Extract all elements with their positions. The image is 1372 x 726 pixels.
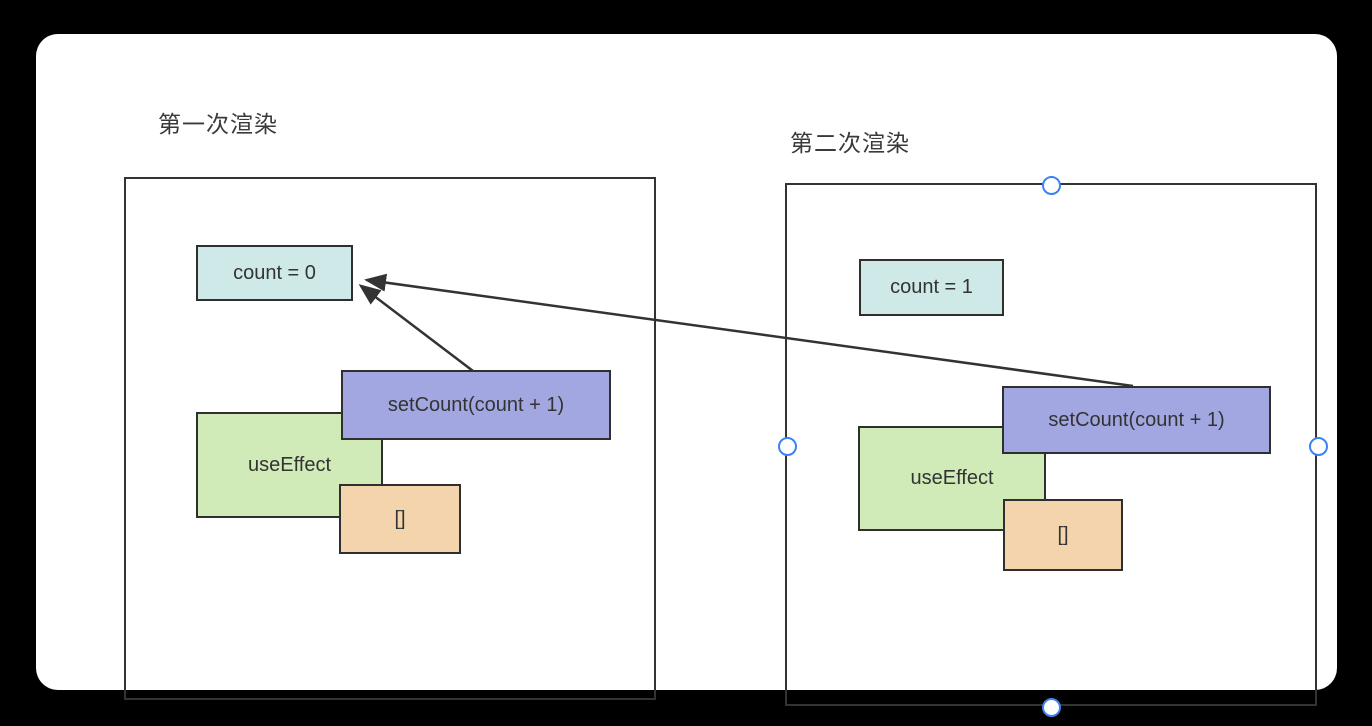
first-render-setcount-label: setCount(count + 1) — [387, 393, 565, 416]
first-render-count-box[interactable]: count = 0 — [196, 245, 353, 301]
first-render-title: 第一次渲染 — [158, 111, 278, 137]
second-render-title: 第二次渲染 — [790, 130, 910, 156]
second-render-useeffect-label: useEffect — [910, 467, 994, 489]
first-render-deps-label: [] — [394, 507, 406, 530]
first-render-useeffect-label: useEffect — [247, 453, 332, 476]
first-render-count-label: count = 0 — [233, 261, 316, 284]
first-render-frame[interactable] — [124, 177, 656, 700]
second-render-deps-label: [] — [1057, 523, 1069, 546]
second-render-count-label: count = 1 — [890, 276, 973, 298]
first-render-setcount-box[interactable]: setCount(count + 1) — [341, 370, 611, 440]
resize-handle-bottom[interactable] — [1042, 698, 1061, 717]
first-render-deps-box[interactable]: [] — [339, 484, 461, 554]
second-render-setcount-box[interactable]: setCount(count + 1) — [1002, 386, 1271, 454]
resize-handle-top[interactable] — [1042, 176, 1061, 195]
second-render-deps-box[interactable]: [] — [1003, 499, 1123, 571]
resize-handle-left[interactable] — [778, 437, 797, 456]
second-render-setcount-label: setCount(count + 1) — [1048, 408, 1225, 431]
diagram-panel: 第一次渲染 第二次渲染 count = 0 useEffect setCount… — [36, 34, 1337, 717]
second-render-count-box[interactable]: count = 1 — [859, 259, 1004, 316]
resize-handle-right[interactable] — [1309, 437, 1328, 456]
